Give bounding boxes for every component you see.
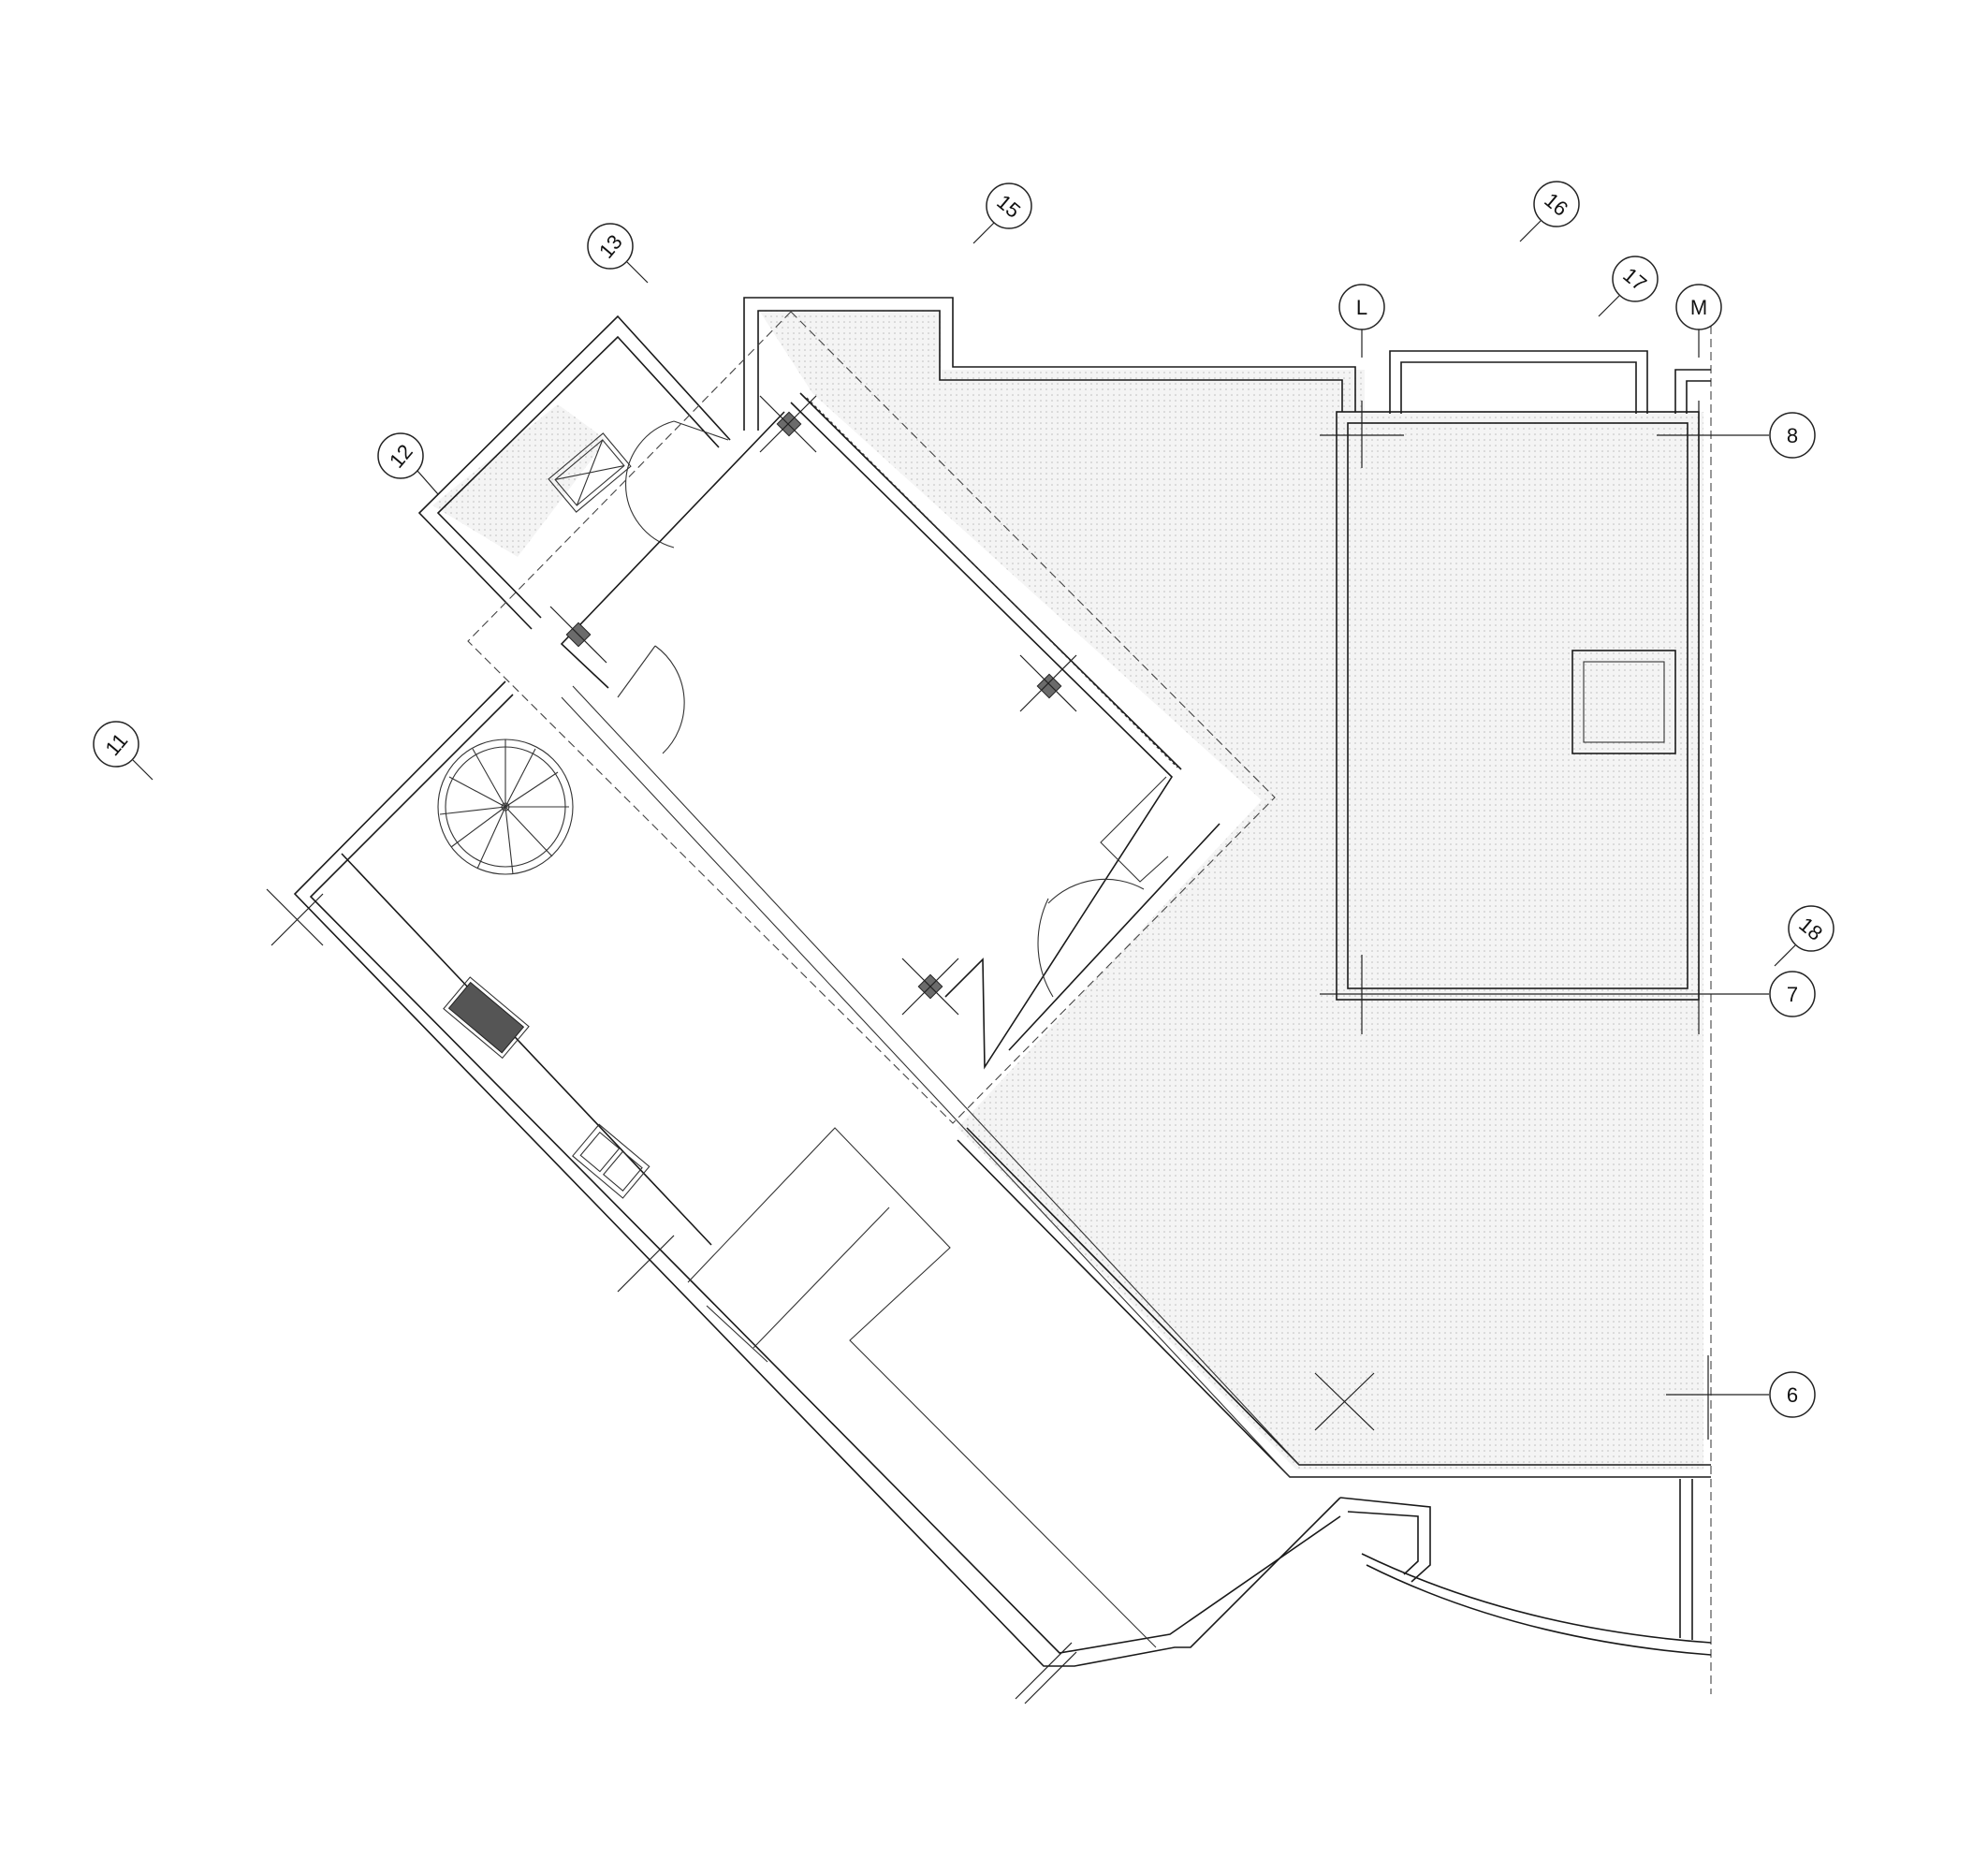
grid-tag-18: 18 (1788, 905, 1835, 952)
cooktop-appliance (443, 976, 530, 1060)
stair-room (417, 314, 731, 630)
kitchen-wing (266, 680, 1341, 1704)
curved-balcony (1339, 1479, 1712, 1656)
grid-tag-12: 12 (377, 432, 424, 479)
grid-tag-17: 17 (1612, 256, 1659, 302)
central-room (467, 311, 1276, 1124)
grid-tag-M: M (1675, 284, 1722, 330)
column-marker (1036, 673, 1062, 699)
grid-tag-11: 11 (93, 721, 139, 768)
grid-tag-8: 8 (1769, 412, 1816, 459)
svg-text:7: 7 (1787, 983, 1798, 1006)
spiral-stair (437, 739, 574, 875)
column-marker (776, 411, 802, 437)
grid-tag-7: 7 (1769, 971, 1816, 1017)
svg-text:6: 6 (1787, 1383, 1798, 1407)
grid-tag-L: L (1338, 284, 1385, 330)
svg-text:L: L (1356, 296, 1367, 319)
sink-fixture (572, 1123, 650, 1199)
grid-tag-6: 6 (1769, 1371, 1816, 1418)
svg-text:8: 8 (1787, 424, 1798, 447)
terrace-area (432, 309, 1703, 1470)
right-block (1314, 329, 1769, 1440)
skylight-square (1571, 650, 1676, 754)
grid-tags: 11 12 13 15 16 17 (93, 181, 1835, 1418)
grid-tag-15: 15 (986, 183, 1032, 229)
skylight-hatch (548, 432, 632, 513)
grid-tag-16: 16 (1533, 181, 1580, 227)
svg-text:M: M (1690, 296, 1707, 319)
grid-tag-13: 13 (587, 223, 634, 270)
